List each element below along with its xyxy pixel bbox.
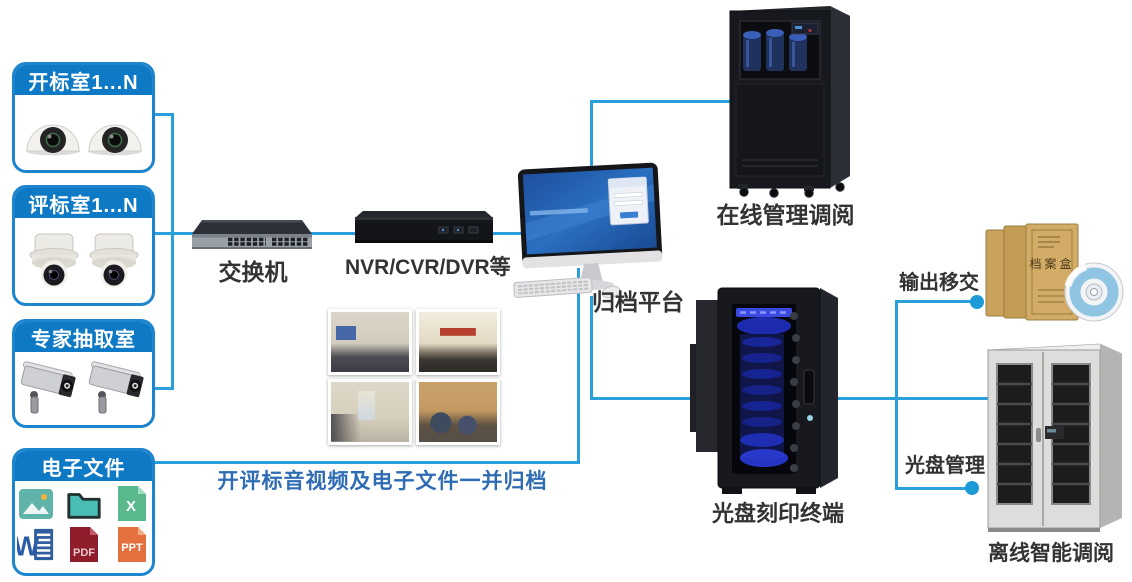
- room-box-header: 开标室1...N: [15, 65, 152, 95]
- disc-management-endpoint-dot: [965, 481, 979, 495]
- offline-retrieval-cabinet: [980, 340, 1130, 543]
- disc-management-label: 光盘管理: [905, 455, 985, 477]
- switch-label: 交换机: [218, 259, 288, 285]
- output-transfer-endpoint-dot: [970, 295, 984, 309]
- disc-burner-tower: [688, 282, 863, 505]
- folder-icon: [65, 486, 103, 522]
- room-box-header: 专家抽取室: [15, 322, 152, 352]
- room-box-body: [15, 352, 152, 425]
- connector-main-horizontal: [152, 232, 542, 235]
- bullet-camera-icon: [86, 360, 150, 418]
- switch-device: [188, 212, 316, 261]
- connector-branch-vertical: [895, 301, 898, 490]
- room-photo-meeting: [328, 309, 412, 375]
- archive-boxes-and-cd: 档案盒: [980, 220, 1128, 329]
- room-photo-waiting: [416, 379, 500, 445]
- output-transfer-label: 输出移交: [899, 272, 979, 294]
- word-file-icon: W: [17, 526, 55, 563]
- room-photo-office: [328, 379, 412, 445]
- dome-camera-icon: [86, 109, 144, 157]
- connector-monitor-down-vertical: [590, 296, 593, 400]
- room-box-bid-evaluation: 评标室1...N: [12, 185, 155, 306]
- nvr-label: NVR/CVR/DVR等: [345, 256, 511, 279]
- ptz-dome-camera-icon: [26, 230, 82, 292]
- connector-monitor-up-vertical: [590, 100, 593, 172]
- image-file-icon: [17, 486, 55, 522]
- room-photo-conference: [416, 309, 500, 375]
- archive-platform-monitor: [512, 158, 670, 307]
- ptz-dome-camera-icon: [86, 230, 142, 292]
- pdf-file-icon: PDF: [65, 526, 103, 563]
- connector-to-online-server: [590, 100, 735, 103]
- room-box-header: 电子文件: [15, 451, 152, 481]
- room-box-body: [15, 95, 152, 170]
- offline-retrieval-label: 离线智能调阅: [988, 542, 1114, 565]
- room-box-bid-opening: 开标室1...N: [12, 62, 155, 173]
- connector-efile-vertical: [577, 268, 580, 464]
- nvr-device: [353, 206, 495, 257]
- room-box-electronic-files: 电子文件 X: [12, 448, 155, 576]
- dome-camera-icon: [24, 109, 82, 157]
- ppt-file-icon: PPT: [113, 526, 151, 563]
- room-box-expert-extraction: 专家抽取室: [12, 319, 155, 428]
- archive-note: 开评标音视频及电子文件一并归档: [217, 470, 548, 493]
- connector-trunk-vertical: [171, 113, 174, 390]
- connector-efile-horizontal: [152, 461, 580, 464]
- svg-text:PDF: PDF: [73, 547, 95, 559]
- room-photos-grid: [328, 309, 500, 445]
- svg-text:档案盒: 档案盒: [1029, 256, 1074, 271]
- connector-disc-management: [895, 487, 973, 490]
- disc-burner-label: 光盘刻印终端: [711, 501, 844, 526]
- file-icons-grid: X W PDF: [15, 481, 152, 565]
- svg-text:PPT: PPT: [121, 542, 143, 554]
- archive-platform-label: 归档平台: [592, 289, 684, 315]
- connector-room1-stub: [152, 113, 174, 116]
- room-box-body: [15, 218, 152, 303]
- svg-text:W: W: [17, 530, 40, 561]
- bullet-camera-icon: [18, 360, 82, 418]
- room-box-header: 评标室1...N: [15, 188, 152, 218]
- svg-text:X: X: [125, 498, 135, 515]
- connector-output-transfer: [895, 300, 977, 303]
- excel-file-icon: X: [113, 485, 151, 522]
- connector-room3-stub: [152, 387, 174, 390]
- online-retrieval-label: 在线管理调阅: [716, 202, 855, 228]
- online-retrieval-cabinet: [712, 4, 862, 203]
